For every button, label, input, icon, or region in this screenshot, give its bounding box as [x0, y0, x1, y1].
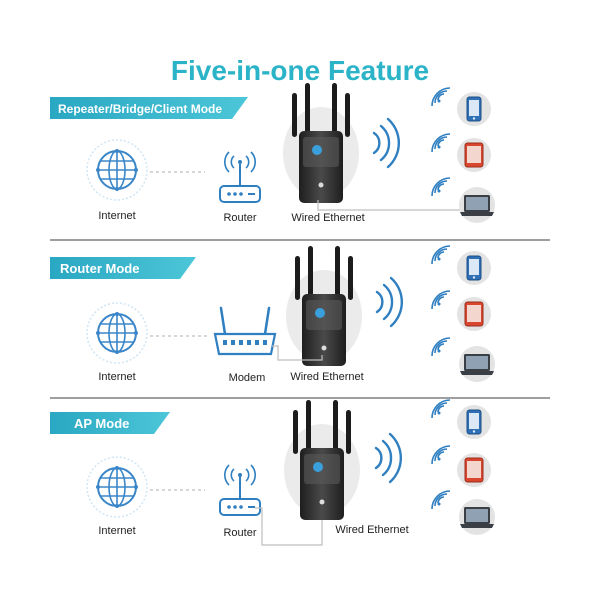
- wifi-signal-icon: [374, 432, 403, 484]
- section-repeater: Repeater/Bridge/Client Mode Internet Rou…: [50, 83, 495, 224]
- wifi-signal-icon: [372, 117, 401, 169]
- extender-device: [286, 246, 362, 366]
- tablet-icon: [456, 137, 492, 173]
- laptop-icon: [459, 346, 495, 382]
- wifi-icon: [431, 177, 451, 197]
- globe-icon: [86, 302, 148, 364]
- router-icon: [219, 464, 261, 516]
- device-label: Modem: [229, 372, 266, 384]
- ethernet-label: Wired Ethernet: [335, 524, 408, 536]
- wifi-icon: [431, 87, 451, 107]
- wifi-icon: [431, 245, 451, 265]
- wifi-icon: [431, 133, 451, 153]
- internet-label: Internet: [98, 525, 135, 537]
- extender-device: [283, 83, 359, 203]
- internet-label: Internet: [98, 371, 135, 383]
- section-ap-mode: AP Mode Internet Router Wired Ethernet: [50, 399, 495, 546]
- globe-icon: [86, 139, 148, 201]
- ethernet-label: Wired Ethernet: [290, 371, 363, 383]
- phone-icon: [456, 91, 492, 127]
- phone-icon: [456, 404, 492, 440]
- laptop-icon: [459, 499, 495, 535]
- device-label: Router: [223, 527, 256, 539]
- phone-icon: [456, 250, 492, 286]
- laptop-icon: [459, 187, 495, 223]
- globe-icon: [86, 456, 148, 518]
- mode-banner: [50, 97, 248, 119]
- wifi-signal-icon: [375, 276, 404, 328]
- mode-title: Repeater/Bridge/Client Mode: [58, 102, 222, 116]
- tablet-icon: [456, 452, 492, 488]
- mode-banner: [50, 412, 170, 434]
- mode-banner: [50, 257, 196, 279]
- page-title: Five-in-one Feature: [171, 55, 429, 86]
- mode-title: AP Mode: [74, 416, 129, 431]
- wifi-icon: [431, 290, 451, 310]
- extender-device: [284, 400, 360, 520]
- wifi-icon: [431, 445, 451, 465]
- router-icon: [219, 151, 261, 203]
- wifi-icon: [431, 490, 451, 510]
- ethernet-label: Wired Ethernet: [291, 212, 364, 224]
- modem-icon: [213, 306, 277, 356]
- section-router-mode: Router Mode Internet Modem Wired Etherne…: [50, 245, 495, 384]
- tablet-icon: [456, 296, 492, 332]
- mode-title: Router Mode: [60, 261, 139, 276]
- internet-label: Internet: [98, 210, 135, 222]
- wifi-icon: [431, 399, 451, 419]
- device-label: Router: [223, 212, 256, 224]
- wifi-icon: [431, 337, 451, 357]
